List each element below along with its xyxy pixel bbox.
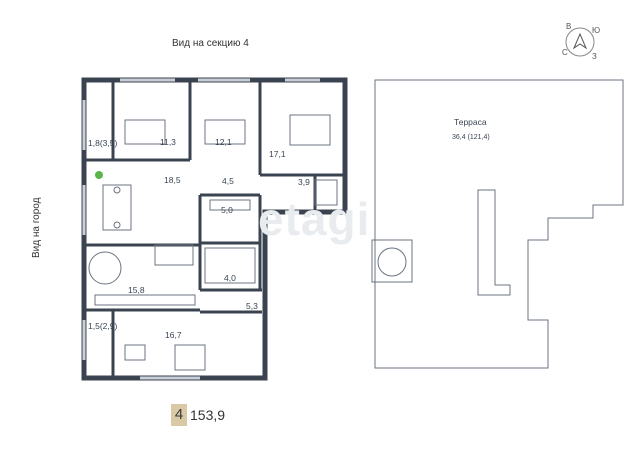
terrace-area: 36,4 (121,4) <box>452 134 490 141</box>
room-balcony-top: 1,8(3,5) <box>88 138 118 148</box>
compass-north: В <box>566 22 572 31</box>
compass-east: Ю <box>592 26 601 35</box>
apartment-walls <box>81 77 348 381</box>
furniture <box>88 114 338 371</box>
room-bedroom-2: 12,1 <box>215 137 232 147</box>
room-bedroom-1: 11,3 <box>160 137 176 147</box>
city-view-caption: Вид на город <box>31 197 42 258</box>
compass-icon <box>565 27 595 57</box>
room-bath-1: 5,0 <box>221 205 233 215</box>
section-view-caption: Вид на секцию 4 <box>172 38 249 49</box>
compass-west: С <box>562 48 568 57</box>
room-bedroom-3: 17,1 <box>269 149 286 159</box>
compass-south: З <box>592 52 597 61</box>
room-wardrobe: 3,9 <box>298 177 310 187</box>
room-bedroom-4: 16,7 <box>165 330 182 340</box>
windows <box>82 78 320 380</box>
plant-icons <box>95 171 103 179</box>
terrace-title: Терраса <box>454 117 487 127</box>
room-living: 18,5 <box>164 175 181 185</box>
room-hall: 4,5 <box>222 176 234 186</box>
compass: В Ю З С <box>560 22 600 62</box>
total-area: 153,9 <box>190 407 226 423</box>
rooms-count-badge: 4 <box>171 404 187 426</box>
room-balcony-bottom: 1,5(2,9) <box>88 321 118 331</box>
room-kitchen-zone: 15,8 <box>128 285 145 295</box>
watermark: etagi <box>258 193 371 245</box>
room-corridor: 5,3 <box>246 301 258 311</box>
terrace-outline <box>371 79 624 369</box>
room-bath-2: 4,0 <box>224 273 236 283</box>
